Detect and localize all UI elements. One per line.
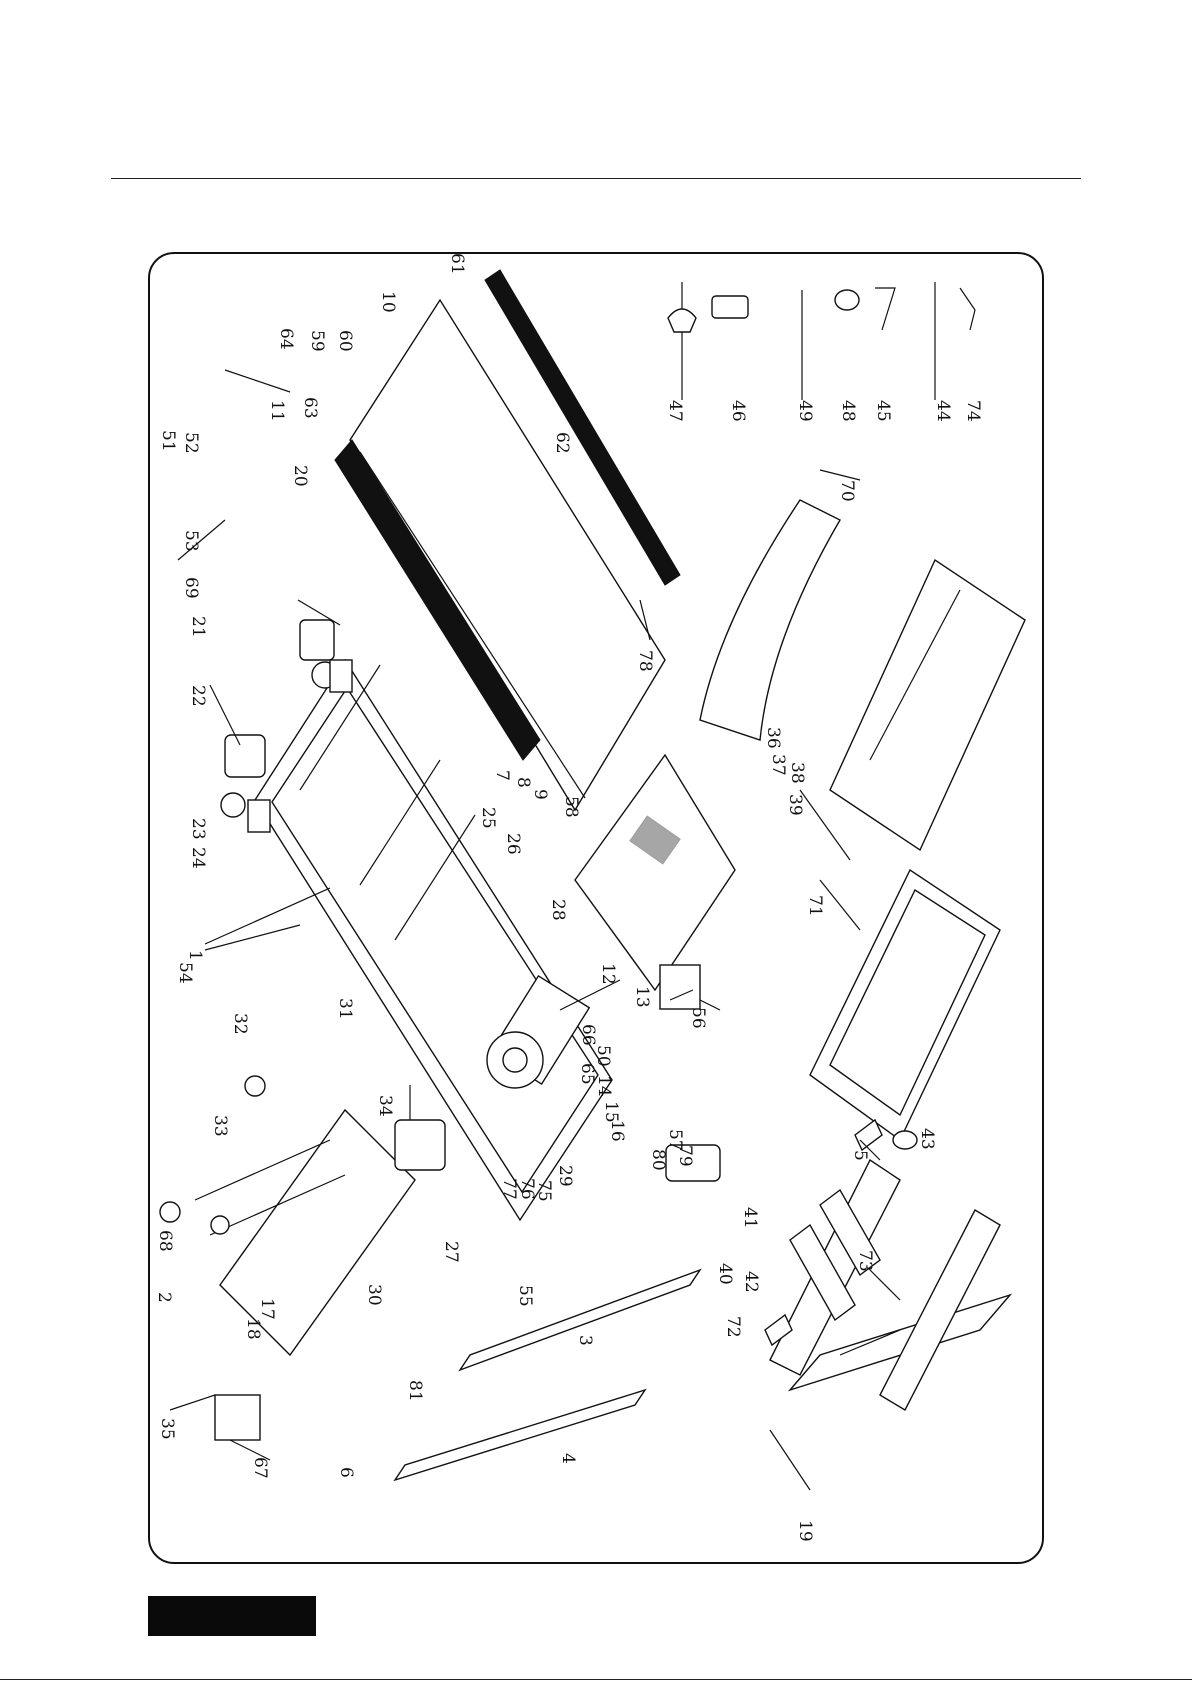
- callout-67: 67: [250, 1457, 270, 1479]
- callout-62: 62: [552, 432, 572, 454]
- callout-80a: 80: [648, 1149, 668, 1171]
- callout-46: 46: [728, 400, 748, 422]
- callout-81: 81: [405, 1380, 425, 1402]
- callout-13: 13: [632, 986, 652, 1008]
- callout-11: 11: [267, 400, 287, 422]
- callout-8: 8: [513, 777, 533, 788]
- callout-29: 29: [555, 1165, 575, 1187]
- callout-52a: 52: [181, 432, 201, 454]
- callout-27: 27: [441, 1241, 461, 1263]
- callout-4: 4: [558, 1453, 578, 1464]
- callout-41: 41: [740, 1207, 760, 1229]
- callout-51a: 51: [158, 430, 178, 452]
- callout-17: 17: [257, 1298, 277, 1320]
- callout-55: 55: [515, 1285, 535, 1307]
- callout-25: 25: [478, 807, 498, 829]
- callout-2: 2: [154, 1292, 174, 1303]
- callout-39: 39: [785, 794, 805, 816]
- callout-40: 40: [715, 1263, 735, 1285]
- callout-38: 38: [787, 762, 807, 784]
- callout-48: 48: [838, 400, 858, 422]
- callout-16: 16: [607, 1120, 627, 1142]
- uprights: [395, 1270, 700, 1480]
- callout-43: 43: [917, 1128, 937, 1150]
- callout-9: 9: [530, 789, 550, 800]
- callout-36: 36: [763, 727, 783, 749]
- callout-78: 78: [635, 650, 655, 672]
- callout-35: 35: [157, 1418, 177, 1440]
- callout-20: 20: [290, 465, 310, 487]
- callout-74: 74: [963, 400, 983, 422]
- callout-24: 24: [188, 847, 208, 869]
- callout-69a: 69: [181, 577, 201, 599]
- accessories: [668, 282, 975, 400]
- parts-drawing: [160, 270, 1025, 1480]
- callout-37: 37: [768, 754, 788, 776]
- callout-10: 10: [378, 291, 398, 313]
- callout-42: 42: [741, 1271, 761, 1293]
- callout-49: 49: [795, 400, 815, 422]
- callout-47: 47: [665, 400, 685, 422]
- callout-71a: 71: [805, 895, 825, 917]
- callout-19: 19: [795, 1520, 815, 1542]
- callout-22: 22: [188, 685, 208, 707]
- callout-28: 28: [548, 899, 568, 921]
- callout-26: 26: [503, 833, 523, 855]
- callout-1: 1: [185, 950, 205, 961]
- callout-5: 5: [850, 1150, 870, 1161]
- callout-70: 70: [837, 480, 857, 502]
- callout-34: 34: [375, 1095, 395, 1117]
- motor-cover: [575, 755, 735, 990]
- callout-66: 66: [578, 1024, 598, 1046]
- callout-72: 72: [723, 1316, 743, 1338]
- base-frame: [195, 1110, 415, 1355]
- callout-18: 18: [243, 1318, 263, 1340]
- console-frame: [810, 870, 1000, 1140]
- callout-73a: 73: [855, 1250, 875, 1272]
- callout-58: 58: [561, 796, 581, 818]
- callout-12: 12: [598, 963, 618, 985]
- callout-23: 23: [188, 818, 208, 840]
- callout-77: 77: [499, 1178, 519, 1200]
- console: [830, 560, 1025, 850]
- callout-44: 44: [933, 400, 953, 422]
- callout-63: 63: [300, 397, 320, 419]
- callout-61a: 61: [447, 253, 467, 275]
- callout-68a: 68: [155, 1230, 175, 1252]
- callout-7: 7: [492, 770, 512, 781]
- callout-3: 3: [575, 1335, 595, 1346]
- callout-60a: 60: [335, 330, 355, 352]
- callout-32: 32: [230, 1013, 250, 1035]
- callout-31: 31: [335, 998, 355, 1020]
- callout-21: 21: [188, 616, 208, 638]
- callout-30: 30: [364, 1284, 384, 1306]
- callout-59: 59: [307, 330, 327, 352]
- callout-64a: 64: [276, 328, 296, 350]
- callout-56a: 56: [688, 1007, 708, 1029]
- callout-33: 33: [210, 1115, 230, 1137]
- callout-54: 54: [175, 962, 195, 984]
- callout-79: 79: [675, 1145, 695, 1167]
- callout-76: 76: [517, 1178, 537, 1200]
- handrail: [700, 500, 840, 740]
- callout-65: 65: [577, 1063, 597, 1085]
- callout-45: 45: [873, 400, 893, 422]
- upright-frame: [770, 1160, 1010, 1410]
- callout-6: 6: [336, 1467, 356, 1478]
